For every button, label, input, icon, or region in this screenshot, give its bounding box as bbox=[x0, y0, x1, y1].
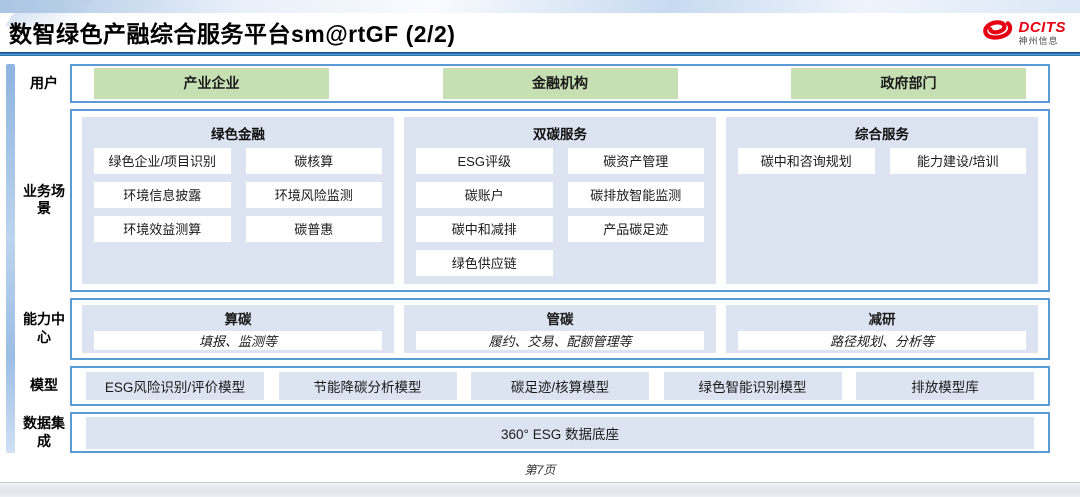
users-container: 产业企业 金融机构 政府部门 bbox=[70, 64, 1050, 103]
capability-desc: 路径规划、分析等 bbox=[738, 330, 1026, 350]
user-chip-finance: 金融机构 bbox=[442, 67, 678, 99]
capability-col-reduce-research: 减研 路径规划、分析等 bbox=[726, 304, 1038, 353]
capability-title: 减研 bbox=[868, 311, 896, 327]
data-integration-container: 360° ESG 数据底座 bbox=[70, 412, 1050, 453]
logo-company-name: 神州信息 bbox=[1018, 35, 1059, 46]
capability-title: 算碳 bbox=[224, 311, 252, 327]
scenario-item: 碳核算 bbox=[245, 147, 382, 174]
left-accent-bar bbox=[6, 64, 15, 453]
scenario-col-green-finance: 绿色金融 绿色企业/项目识别 碳核算 环境信息披露 环境风险监测 环境效益测算 … bbox=[82, 116, 394, 284]
row-label-scenarios: 业务场景 bbox=[23, 182, 65, 217]
scenario-item: 产品碳足迹 bbox=[567, 215, 704, 242]
scenario-item: ESG评级 bbox=[416, 147, 553, 174]
scenario-col-title: 绿色金融 bbox=[211, 126, 265, 142]
header: 数智绿色产融综合服务平台sm@rtGF (2/2) DCITS 神州信息 bbox=[0, 13, 1080, 51]
scenario-item: 碳中和减排 bbox=[416, 215, 553, 242]
capability-desc: 填报、监测等 bbox=[94, 330, 382, 350]
row-business-scenarios: 业务场景 绿色金融 绿色企业/项目识别 碳核算 环境信息披露 环境风险监测 环境… bbox=[18, 108, 1050, 292]
data-base-chip: 360° ESG 数据底座 bbox=[86, 416, 1034, 449]
user-chip-government: 政府部门 bbox=[791, 67, 1026, 99]
model-chip: 绿色智能识别模型 bbox=[663, 372, 842, 401]
scenario-item: 环境风险监测 bbox=[245, 181, 382, 208]
scenario-item: 碳排放智能监测 bbox=[567, 181, 704, 208]
row-label-capability: 能力中心 bbox=[23, 311, 65, 345]
row-label-data-integration: 数据集成 bbox=[23, 415, 65, 449]
page-number: 第7页 bbox=[524, 463, 556, 477]
model-chip: 节能降碳分析模型 bbox=[278, 372, 457, 401]
logo-brand: DCITS bbox=[1018, 18, 1066, 36]
scenarios-container: 绿色金融 绿色企业/项目识别 碳核算 环境信息披露 环境风险监测 环境效益测算 … bbox=[70, 108, 1050, 292]
scenario-col-comprehensive: 综合服务 碳中和咨询规划 能力建设/培训 bbox=[726, 116, 1038, 284]
model-chip: 碳足迹/核算模型 bbox=[471, 372, 649, 401]
scenario-col-dual-carbon: 双碳服务 ESG评级 碳资产管理 碳账户 碳排放智能监测 碳中和减排 产品碳足迹… bbox=[404, 116, 716, 284]
model-chip: ESG风险识别/评价模型 bbox=[86, 372, 264, 401]
capability-col-manage-carbon: 管碳 履约、交易、配额管理等 bbox=[404, 304, 716, 353]
models-container: ESG风险识别/评价模型 节能降碳分析模型 碳足迹/核算模型 绿色智能识别模型 … bbox=[70, 365, 1050, 407]
page-title: 数智绿色产融综合服务平台sm@rtGF (2/2) bbox=[9, 21, 456, 47]
scenario-col-title: 综合服务 bbox=[855, 126, 909, 142]
scenario-item: 绿色供应链 bbox=[416, 249, 553, 276]
row-users: 用户 产业企业 金融机构 政府部门 bbox=[18, 64, 1050, 103]
scenario-item: 碳账户 bbox=[416, 181, 553, 208]
capability-col-calc-carbon: 算碳 填报、监测等 bbox=[82, 304, 394, 353]
row-label-models: 模型 bbox=[30, 377, 58, 394]
company-logo: DCITS 神州信息 bbox=[980, 15, 1067, 50]
model-chip: 排放模型库 bbox=[856, 372, 1034, 401]
capability-title: 管碳 bbox=[546, 311, 574, 327]
scenario-item: 碳中和咨询规划 bbox=[738, 147, 875, 174]
scenario-item: 绿色企业/项目识别 bbox=[94, 147, 231, 174]
logo-text: DCITS 神州信息 bbox=[1019, 20, 1067, 46]
bottom-decoration-bar bbox=[0, 483, 1080, 497]
row-data-integration: 数据集成 360° ESG 数据底座 bbox=[18, 412, 1050, 453]
diagram-area: 用户 产业企业 金融机构 政府部门 业务场景 绿色金融 绿色企业/项目识别 碳核… bbox=[6, 64, 1050, 453]
footer-divider bbox=[0, 482, 1080, 483]
scenario-item: 碳普惠 bbox=[245, 215, 382, 242]
title-underline-rule bbox=[0, 52, 1080, 56]
scenario-item: 能力建设/培训 bbox=[889, 147, 1026, 174]
scenario-item: 碳资产管理 bbox=[567, 147, 704, 174]
scenario-item: 环境信息披露 bbox=[94, 181, 231, 208]
user-chip-industry: 产业企业 bbox=[94, 67, 329, 99]
capability-desc: 履约、交易、配额管理等 bbox=[416, 330, 704, 350]
dcits-swirl-icon bbox=[980, 15, 1014, 50]
scenario-col-title: 双碳服务 bbox=[533, 126, 587, 142]
row-label-users: 用户 bbox=[30, 74, 58, 91]
row-capability-center: 能力中心 算碳 填报、监测等 管碳 履约、交易、配额管理等 减研 路径规划、分析… bbox=[18, 297, 1050, 360]
row-models: 模型 ESG风险识别/评价模型 节能降碳分析模型 碳足迹/核算模型 绿色智能识别… bbox=[18, 365, 1050, 407]
scenario-item: 环境效益测算 bbox=[94, 215, 231, 242]
top-decoration-band bbox=[0, 0, 1080, 13]
capability-container: 算碳 填报、监测等 管碳 履约、交易、配额管理等 减研 路径规划、分析等 bbox=[70, 297, 1050, 360]
